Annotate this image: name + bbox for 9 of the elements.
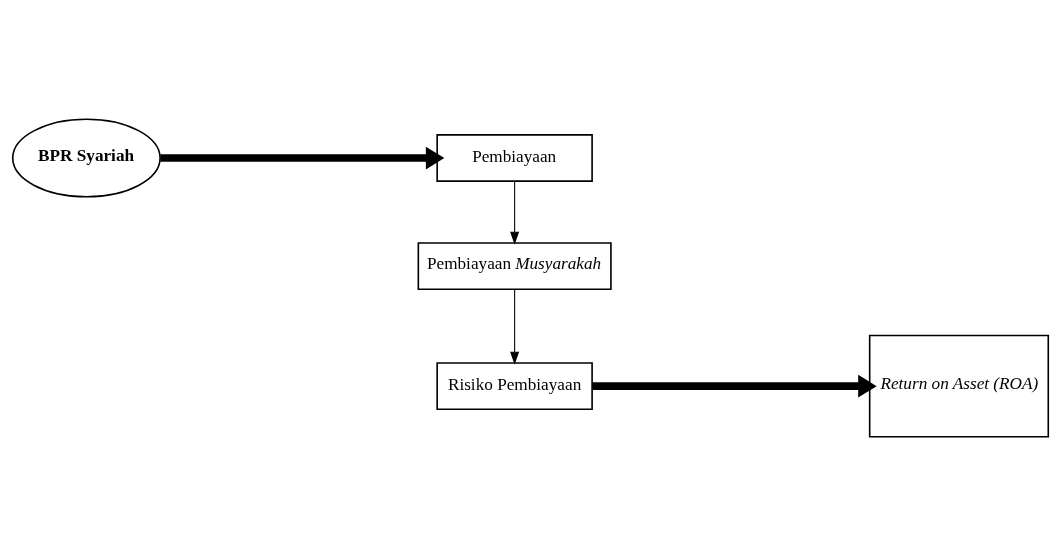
node-box: Return on Asset (ROA)	[868, 334, 1050, 438]
node-box: Pembiayaan	[436, 134, 593, 182]
arrow	[510, 288, 520, 365]
node-box: Pembiayaan Musyarakah	[417, 242, 612, 291]
arrow	[160, 146, 445, 170]
node-box: Risiko Pembiayaan	[436, 362, 593, 411]
node-ellipse: BPR Syariah	[11, 118, 161, 198]
arrow	[510, 181, 520, 245]
arrow	[592, 374, 877, 398]
